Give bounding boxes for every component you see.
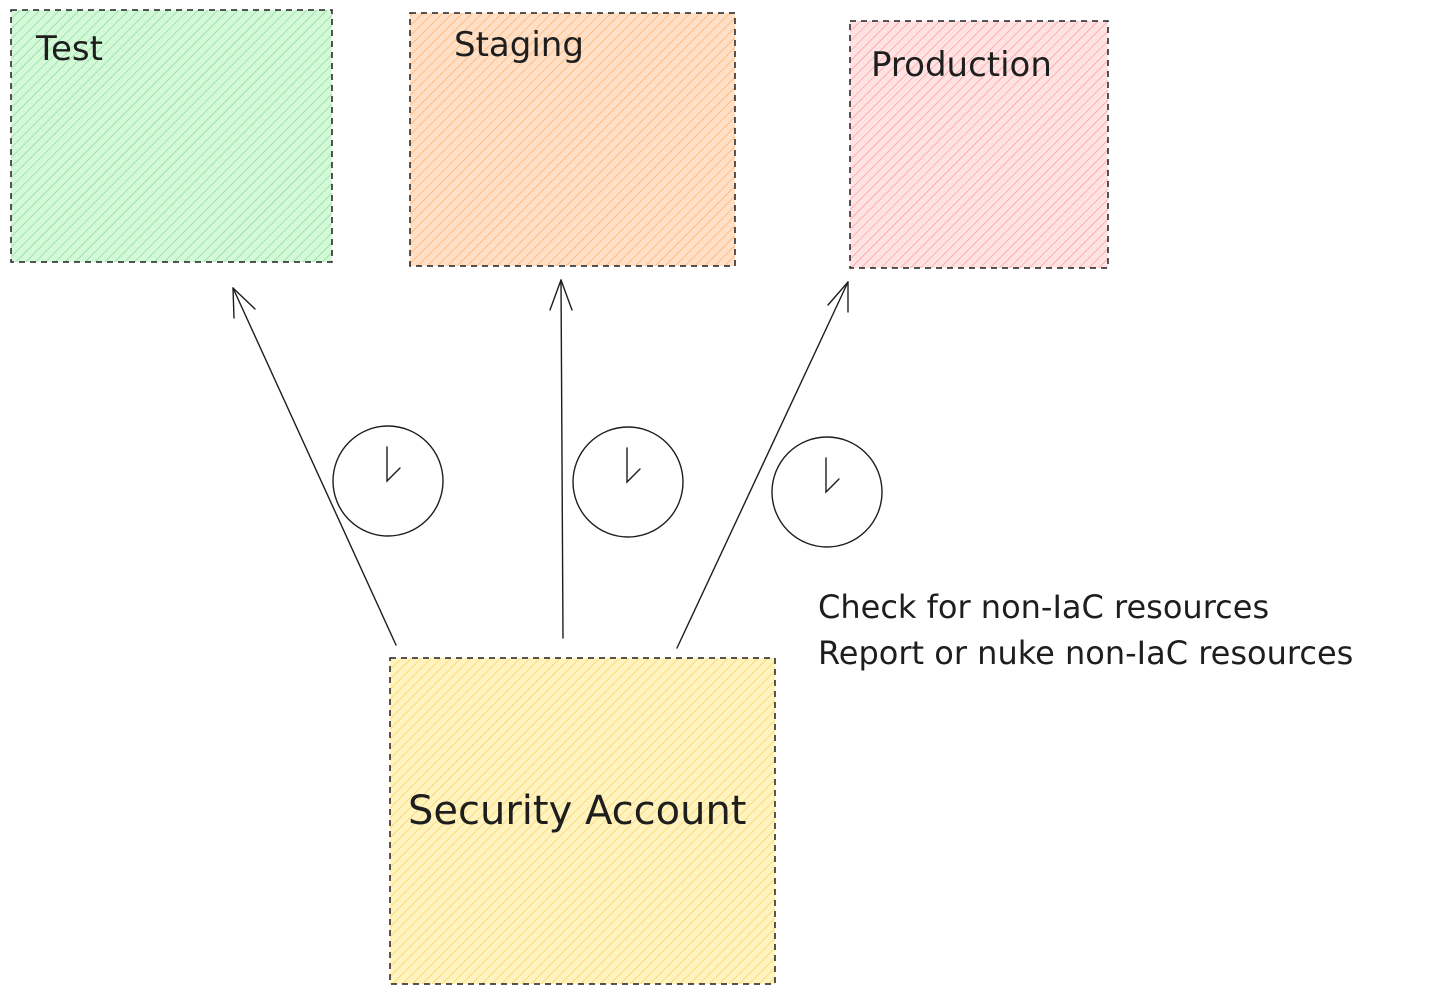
clock-icon bbox=[332, 425, 444, 537]
arrow-to-staging bbox=[549, 279, 573, 639]
security-account-box: Security Account bbox=[389, 657, 776, 985]
production-account-box: Production bbox=[849, 20, 1109, 269]
security-account-label: Security Account bbox=[408, 788, 746, 834]
test-label: Test bbox=[35, 29, 103, 69]
arrow-to-production bbox=[676, 281, 849, 649]
staging-label: Staging bbox=[454, 25, 584, 65]
production-label: Production bbox=[871, 45, 1052, 85]
note-line: Report or nuke non-IaC resources bbox=[818, 634, 1353, 672]
arrow-to-test bbox=[232, 287, 397, 646]
staging-account-box: Staging bbox=[409, 12, 736, 267]
clock-icon bbox=[572, 426, 684, 538]
test-account-box: Test bbox=[10, 9, 333, 263]
notes: Check for non-IaC resources Report or nu… bbox=[818, 588, 1353, 672]
note-line: Check for non-IaC resources bbox=[818, 588, 1269, 626]
clock-icon bbox=[771, 436, 883, 548]
